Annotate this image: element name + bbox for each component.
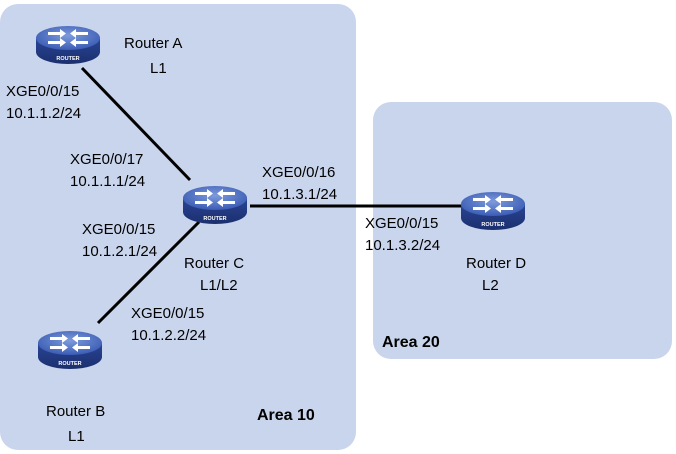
- iface-c-to-d-ip: 10.1.3.1/24: [262, 186, 337, 203]
- router-c-level: L1/L2: [200, 277, 238, 294]
- area-20-label: Area 20: [382, 334, 440, 351]
- router-d-name: Router D: [466, 255, 526, 272]
- iface-c-to-a-ip: 10.1.1.1/24: [70, 173, 145, 190]
- router-a-icon[interactable]: ROUTER: [36, 26, 100, 64]
- iface-d-ip: 10.1.3.2/24: [365, 237, 440, 254]
- iface-b-ip: 10.1.2.2/24: [131, 327, 206, 344]
- area-20-region: [373, 102, 672, 359]
- link-c-b: [96, 220, 201, 325]
- iface-a-port: XGE0/0/15: [6, 83, 79, 100]
- iface-d-port: XGE0/0/15: [365, 215, 438, 232]
- svg-text:ROUTER: ROUTER: [58, 361, 81, 367]
- iface-c-to-d-port: XGE0/0/16: [262, 164, 335, 181]
- iface-c-to-b-ip: 10.1.2.1/24: [82, 243, 157, 260]
- iface-c-to-a-port: XGE0/0/17: [70, 151, 143, 168]
- router-a-level: L1: [150, 60, 167, 77]
- svg-text:ROUTER: ROUTER: [56, 56, 79, 62]
- iface-a-ip: 10.1.1.2/24: [6, 105, 81, 122]
- area-10-region: [0, 4, 356, 450]
- router-d-level: L2: [482, 277, 499, 294]
- router-c-name: Router C: [184, 255, 244, 272]
- area-10-label: Area 10: [257, 407, 315, 424]
- iface-b-port: XGE0/0/15: [131, 305, 204, 322]
- router-b-icon[interactable]: ROUTER: [38, 331, 102, 369]
- router-b-name: Router B: [46, 403, 105, 420]
- router-d-icon[interactable]: ROUTER: [461, 192, 525, 230]
- svg-text:ROUTER: ROUTER: [481, 222, 504, 228]
- svg-text:ROUTER: ROUTER: [203, 216, 226, 222]
- router-a-name: Router A: [124, 35, 182, 52]
- link-a-c: [80, 66, 192, 182]
- router-b-level: L1: [68, 428, 85, 445]
- iface-c-to-b-port: XGE0/0/15: [82, 221, 155, 238]
- router-c-icon[interactable]: ROUTER: [183, 186, 247, 224]
